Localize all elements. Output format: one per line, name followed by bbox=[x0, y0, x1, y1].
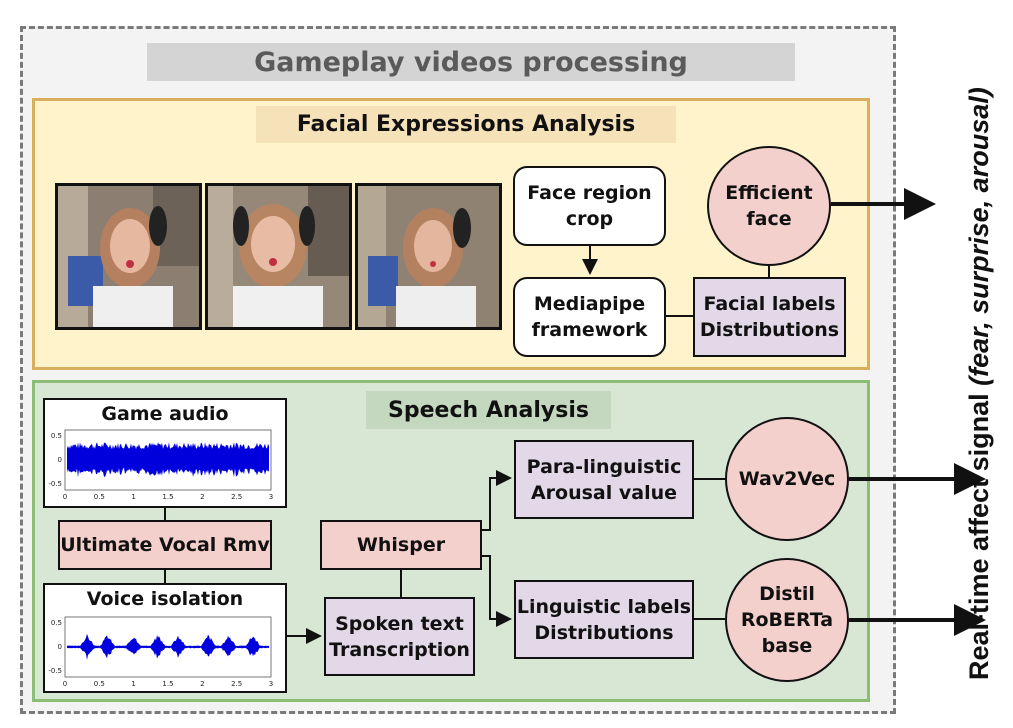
video-frame-3 bbox=[355, 183, 502, 330]
efficient-face-circle: Efficient face bbox=[707, 146, 831, 266]
side-label: Real-time affect signal (fear, surprise,… bbox=[964, 87, 994, 680]
xtick-label: 3 bbox=[269, 680, 273, 688]
side-label-main: Real-time affect signal bbox=[964, 386, 994, 680]
voice-isolation-title: Voice isolation bbox=[86, 588, 244, 610]
xtick-label: 0 bbox=[63, 680, 67, 688]
voice-isolation-plot: Voice isolation 0.5 0 -0.5 0 0.5 1 1.5 2 2.5 3 bbox=[43, 583, 287, 693]
mediapipe-box: Mediapipe framework bbox=[513, 277, 666, 357]
voice-isolation-waveform: 0.5 0 -0.5 0 0.5 1 1.5 2 2.5 3 bbox=[48, 616, 273, 688]
game-audio-title: Game audio bbox=[101, 403, 229, 425]
side-label-italic: (fear, surprise, arousal) bbox=[964, 87, 994, 386]
xtick-label: 1 bbox=[131, 680, 135, 688]
xtick-label: 1.5 bbox=[162, 493, 173, 501]
ytick-voice-1: 0.5 bbox=[51, 619, 62, 627]
wav2vec-circle: Wav2Vec bbox=[725, 417, 849, 541]
paralinguistic-box: Para-linguistic Arousal value bbox=[514, 440, 694, 519]
svg-text:Real-time affect signal (fear,: Real-time affect signal (fear, surprise,… bbox=[964, 87, 994, 680]
ytick-game-3: -0.5 bbox=[48, 480, 62, 488]
ytick-game-2: 0 bbox=[58, 456, 62, 464]
ytick-voice-3: -0.5 bbox=[48, 667, 62, 675]
face-crop-box: Face region crop bbox=[513, 166, 666, 246]
xtick-label: 0.5 bbox=[94, 680, 105, 688]
linguistic-box: Linguistic labels Distributions bbox=[514, 580, 694, 659]
ytick-game-1: 0.5 bbox=[51, 432, 62, 440]
xtick-label: 2.5 bbox=[231, 493, 242, 501]
video-frame-1 bbox=[55, 183, 202, 330]
distil-roberta-circle: Distil RoBERTa base bbox=[725, 558, 849, 682]
xtick-label: 0.5 bbox=[94, 493, 105, 501]
main-title: Gameplay videos processing bbox=[147, 43, 795, 81]
game-audio-waveform: 0.5 0 -0.5 0 0.5 1 1.5 2 2.5 3 bbox=[48, 429, 273, 501]
spoken-text-box: Spoken text Transcription bbox=[324, 597, 475, 676]
xtick-label: 3 bbox=[269, 493, 273, 501]
xtick-label: 2 bbox=[200, 493, 204, 501]
speech-title: Speech Analysis bbox=[366, 391, 611, 429]
video-frame-2 bbox=[205, 183, 352, 330]
xtick-label: 2 bbox=[200, 680, 204, 688]
facial-title: Facial Expressions Analysis bbox=[256, 106, 676, 143]
whisper-box: Whisper bbox=[320, 520, 482, 570]
xtick-label: 2.5 bbox=[231, 680, 242, 688]
facial-labels-box: Facial labels Distributions bbox=[693, 277, 846, 357]
xtick-label: 1.5 bbox=[162, 680, 173, 688]
xtick-label: 0 bbox=[63, 493, 67, 501]
game-audio-plot: Game audio 0.5 0 -0.5 0 0.5 1 1.5 2 2.5 3 bbox=[43, 398, 287, 508]
ultimate-vocal-box: Ultimate Vocal Rmv bbox=[58, 520, 272, 570]
xtick-label: 1 bbox=[131, 493, 135, 501]
ytick-voice-2: 0 bbox=[58, 643, 62, 651]
